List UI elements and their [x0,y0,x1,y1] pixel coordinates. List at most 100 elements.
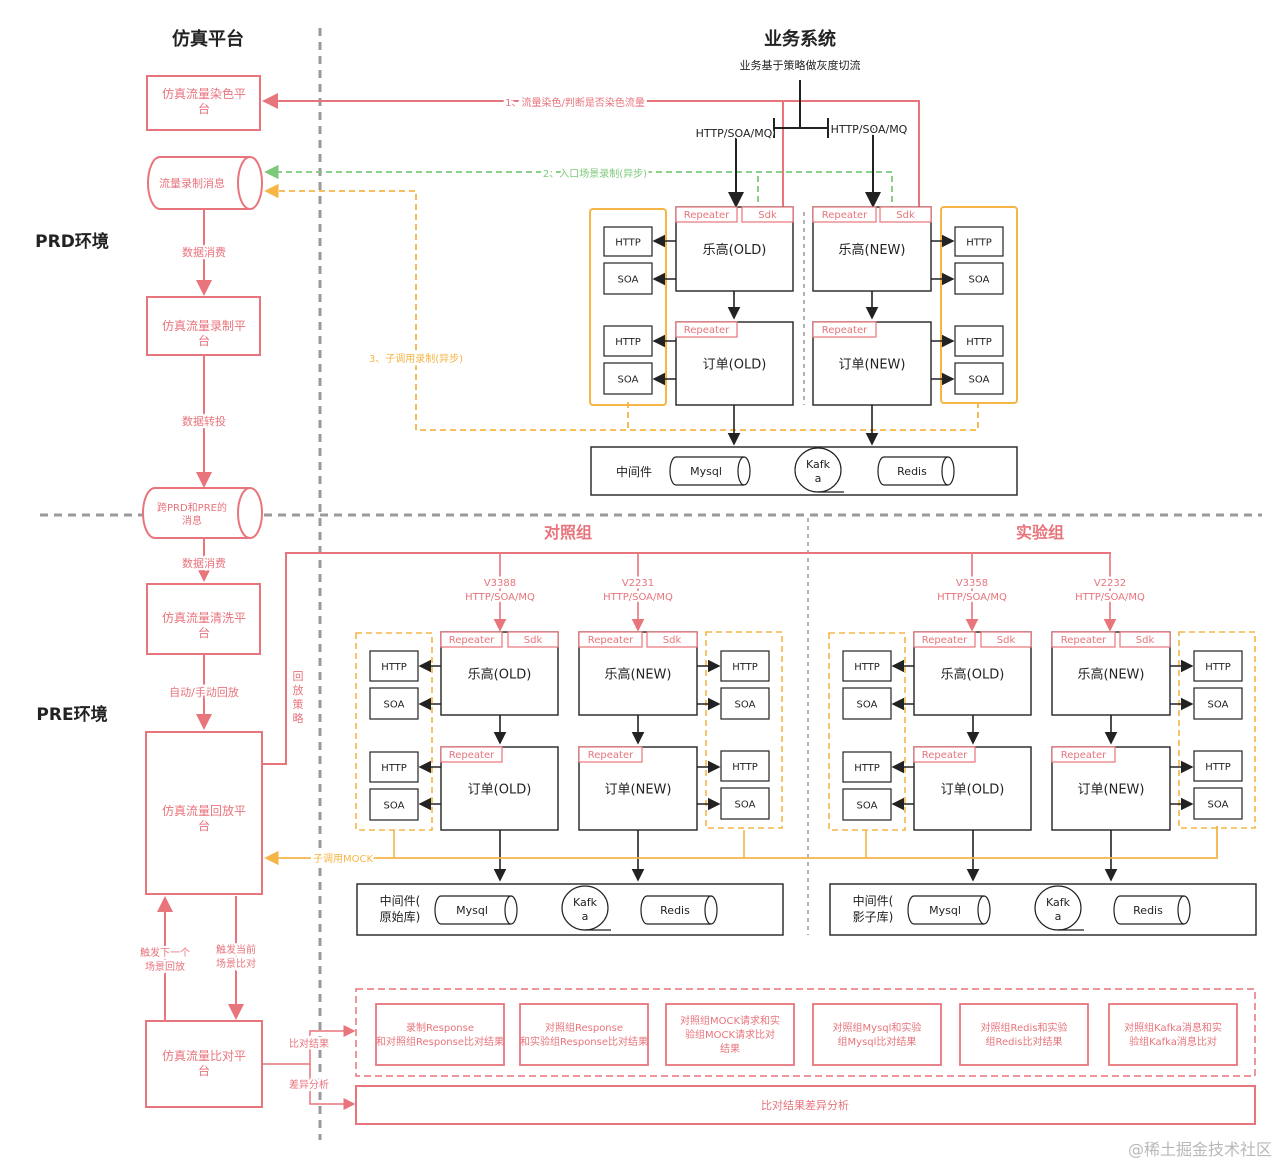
pre-control-l-http2-label: HTTP [381,763,407,774]
pre-control-lego-new-repeater [578,631,643,648]
compare-platform-box[interactable] [145,1020,263,1108]
compare-result-label: 比对结果 [289,1037,329,1050]
compare-platform-label: 仿真流量比对平台 [162,1049,246,1078]
prd-lego-new-repeater [812,206,877,223]
compare-item-6[interactable] [1108,1003,1238,1066]
pre-experiment-r-http2-label: HTTP [1205,762,1231,773]
prd-order-old-repeater [675,321,738,338]
compare-item-6-label: 对照组Kafka消息和实验组Kafka消息比对 [1124,1021,1222,1048]
pre-control-l-soa1[interactable] [369,687,419,720]
pre-control-l-http1[interactable] [369,650,419,682]
pre-experiment-order-old-label: 订单(OLD) [941,783,1005,798]
pre-experiment-redis-label: Redis [1133,904,1163,917]
prd-order-new-repeater [812,321,877,338]
prd-env-label: PRD环境 [35,231,109,252]
prd-lego-old-repeater [675,206,738,223]
pre-experiment-lego-old-label: 乐高(OLD) [941,667,1005,683]
pre-experiment-l-soa2[interactable] [842,788,892,821]
trigger-compare-label: 触发当前场景比对 [216,943,256,970]
dye-platform-label: 仿真流量染色平台 [162,86,246,116]
prd-order-old-repeater-label: Repeater [684,325,730,336]
pre-control-l-soa2[interactable] [369,788,419,821]
prd-kafka-label-a: Kafk [806,458,831,471]
compare-item-1[interactable] [375,1003,505,1066]
flow3-label: 3、子调用录制(异步) [369,352,463,365]
left-column: 仿真流量染色平台 流量录制消息 数据消费 仿真流量录制平台 数据转投 跨PRD和… [138,75,356,1110]
dye-platform-box[interactable] [146,75,261,131]
pre-experiment-r-soa2-label: SOA [1208,800,1229,811]
pre-version-4: V2232 [1094,578,1126,589]
pre-control-kafka-label-b: a [582,910,589,923]
compare-item-5[interactable] [959,1003,1089,1066]
pre-control-r-soa1-label: SOA [735,700,756,711]
pre-control-l-soa2-label: SOA [384,801,405,812]
pre-experiment-order-old-repeater-label: Repeater [922,750,968,761]
prd-l-soa2[interactable] [603,362,653,395]
headers: 仿真平台 业务系统 业务基于策略做灰度切流 PRD环境 PRE环境 对照组 实验… [35,28,1064,725]
pre-experiment-left-sub-frame [828,632,906,831]
replay-platform-label: 仿真流量回放平台 [162,803,246,833]
pre-control-l-http2[interactable] [369,751,419,783]
pre-experiment-lego-old-sdk [980,631,1032,648]
pre-control-r-http2[interactable] [720,750,770,782]
pre-experiment-order-new-repeater-label: Repeater [1061,750,1107,761]
record-platform-label: 仿真流量录制平台 [162,319,246,348]
compare-item-4[interactable] [812,1003,942,1066]
prd-r-http1[interactable] [954,226,1004,257]
compare-item-3[interactable] [665,1003,795,1066]
prd-order-old-label: 订单(OLD) [703,358,767,373]
prd-lego-new-sdk-label: Sdk [896,210,915,221]
pre-control-r-http2-label: HTTP [732,762,758,773]
pre-experiment-lego-new-repeater-label: Repeater [1061,635,1107,646]
prd-r-http2-label: HTTP [966,337,992,348]
prd-l-http2[interactable] [603,325,653,357]
prd-lego-new-sdk [879,206,932,223]
pre-experiment-r-soa2[interactable] [1193,787,1243,820]
prd-l-soa1[interactable] [603,262,653,295]
compare-item-2[interactable] [519,1003,649,1066]
pre-experiment-l-http1[interactable] [842,650,892,682]
record-platform-box[interactable] [146,296,261,356]
pre-experiment-lego-old-sdk-label: Sdk [997,635,1016,646]
pre-control-mysql-label: Mysql [456,904,488,917]
pre-control-order-old-label: 订单(OLD) [468,783,532,798]
replay-platform-box[interactable] [145,731,263,895]
pre-experiment-r-http2[interactable] [1193,750,1243,782]
clean-platform-box[interactable] [146,583,261,655]
pre-control-lego-new-sdk-label: Sdk [663,635,682,646]
cross-msg-label: 跨PRD和PRE的消息 [157,501,227,527]
pre-control-r-http1[interactable] [720,650,770,682]
prd-r-soa2[interactable] [954,362,1004,395]
compare-results-frame [355,988,1256,1077]
proto-right-label: HTTP/SOA/MQ [831,123,908,136]
prd-middleware-label: 中间件 [616,464,652,479]
prd-l-http1[interactable] [603,226,653,257]
prd-r-soa1[interactable] [954,262,1004,295]
prd-right-sub-frame [940,206,1018,404]
pre-control-lego-old-repeater-label: Repeater [449,635,495,646]
pre-experiment-order-new-label: 订单(NEW) [1078,783,1145,798]
prd-l-http1-label: HTTP [615,238,641,249]
pre-experiment-middleware-label-b: 影子库) [853,909,894,924]
diff-result-label: 比对结果差异分析 [761,1098,849,1112]
prd-r-http2[interactable] [954,325,1004,357]
replay-strategy-label: 回放策略 [293,670,304,725]
pre-experiment-lego-new-repeater [1051,631,1116,648]
compare-item-4-label: 对照组Mysql和实验组Mysql比对结果 [833,1021,922,1048]
pre-control-r-soa2[interactable] [720,787,770,820]
pre-control-order-new-repeater-label: Repeater [588,750,634,761]
prd-kafka-label-b: a [815,472,822,485]
pre-experiment-r-http1[interactable] [1193,650,1243,682]
prd-l-http2-label: HTTP [615,337,641,348]
pre-experiment-l-http2[interactable] [842,751,892,783]
pre-experiment-l-soa1[interactable] [842,687,892,720]
pre-experiment-kafka-label-a: Kafk [1046,896,1071,909]
pre-control-r-soa1[interactable] [720,687,770,720]
pre-experiment-l-http1-label: HTTP [854,662,880,673]
pre-experiment-r-soa1[interactable] [1193,687,1243,720]
diff-result-box[interactable] [355,1085,1256,1125]
pre-control-right-sub-frame [705,631,783,829]
